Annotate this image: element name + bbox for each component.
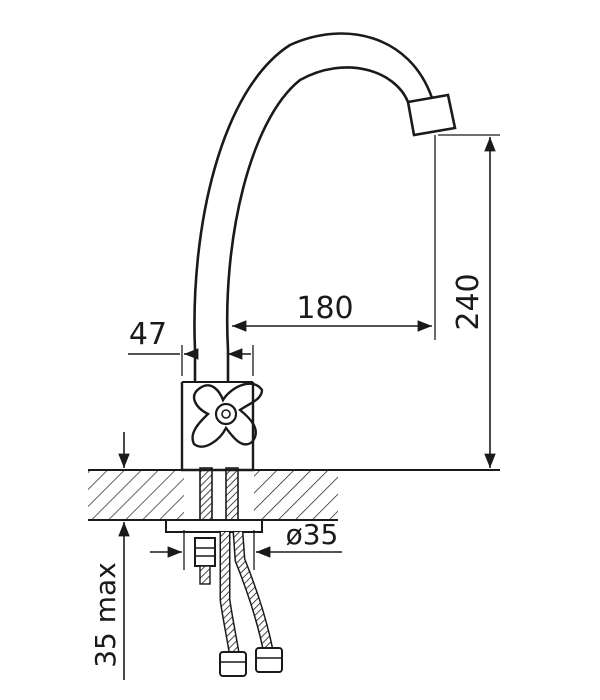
- cross-handle-icon: [191, 382, 264, 448]
- dimension-counter-thickness: 35 max: [89, 432, 130, 680]
- dimension-label-47: 47: [129, 317, 167, 352]
- mounting-studs: [199, 467, 239, 521]
- dimension-label-35-max: 35 max: [89, 562, 122, 668]
- mounting-plate: [165, 519, 263, 585]
- countertop-section: [88, 466, 500, 524]
- dimension-spout-height: 240: [438, 134, 500, 468]
- faucet-body: [180, 381, 255, 472]
- dimension-label-240: 240: [451, 273, 486, 330]
- dimension-spout-reach: 180: [232, 135, 436, 340]
- dimension-mount-diameter: ø35: [150, 518, 342, 570]
- dimension-label-180: 180: [296, 291, 353, 326]
- dimension-label-35-diameter: ø35: [286, 518, 339, 551]
- dimension-body-width: 47: [128, 317, 254, 376]
- supply-hoses: [219, 531, 283, 677]
- spout: [193, 32, 434, 382]
- aerator: [406, 93, 457, 137]
